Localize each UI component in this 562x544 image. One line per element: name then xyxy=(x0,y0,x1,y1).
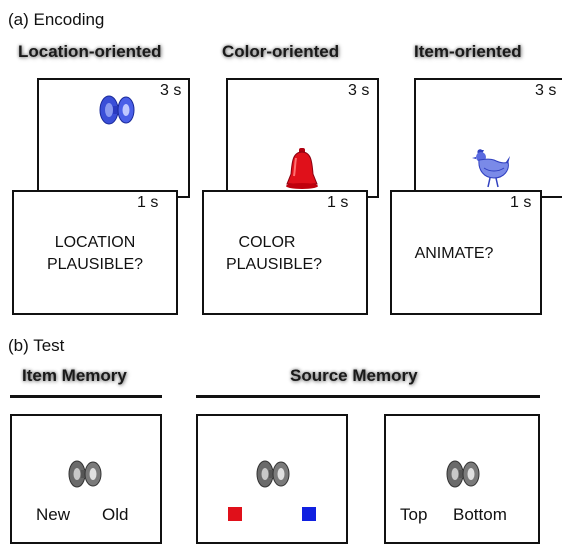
blue-color-option[interactable] xyxy=(302,507,316,521)
source-memory-title: Source Memory xyxy=(290,366,418,385)
color-question-frame xyxy=(202,190,368,315)
test-section-label: (b) Test xyxy=(8,336,65,355)
item-memory-rule xyxy=(10,395,162,398)
source-memory-rule xyxy=(196,395,540,398)
item-question-frame xyxy=(390,190,542,315)
encoding-section-label: (a) Encoding xyxy=(8,10,105,29)
location-oriented-title: Location-oriented xyxy=(18,42,162,61)
location-question-duration: 1 s xyxy=(137,194,159,211)
color-question-line1: COLOR xyxy=(238,234,296,251)
item-study-duration: 3 s xyxy=(535,82,557,99)
new-option[interactable]: New xyxy=(36,505,71,524)
red-color-option[interactable] xyxy=(228,507,242,521)
item-memory-title: Item Memory xyxy=(22,366,127,385)
item-question-line1: ANIMATE? xyxy=(414,245,494,262)
location-question-line1: LOCATION xyxy=(54,234,136,251)
color-study-duration: 3 s xyxy=(348,82,370,99)
top-option[interactable]: Top xyxy=(400,505,428,524)
gray-knob-icon xyxy=(446,460,480,488)
color-oriented-title: Color-oriented xyxy=(222,42,340,61)
red-bell-icon xyxy=(286,148,318,189)
bottom-option[interactable]: Bottom xyxy=(453,505,507,524)
gray-knob-icon xyxy=(256,460,290,488)
blue-knob-icon xyxy=(99,95,135,125)
item-oriented-title: Item-oriented xyxy=(414,42,522,61)
location-study-duration: 3 s xyxy=(160,82,182,99)
old-option[interactable]: Old xyxy=(102,505,129,524)
location-question-frame xyxy=(12,190,178,315)
location-question-line2: PLAUSIBLE? xyxy=(46,256,144,273)
blue-hen-icon xyxy=(472,149,510,188)
color-question-line2: PLAUSIBLE? xyxy=(225,256,323,273)
item-question-duration: 1 s xyxy=(510,194,532,211)
gray-knob-icon xyxy=(68,460,102,488)
color-question-duration: 1 s xyxy=(327,194,349,211)
